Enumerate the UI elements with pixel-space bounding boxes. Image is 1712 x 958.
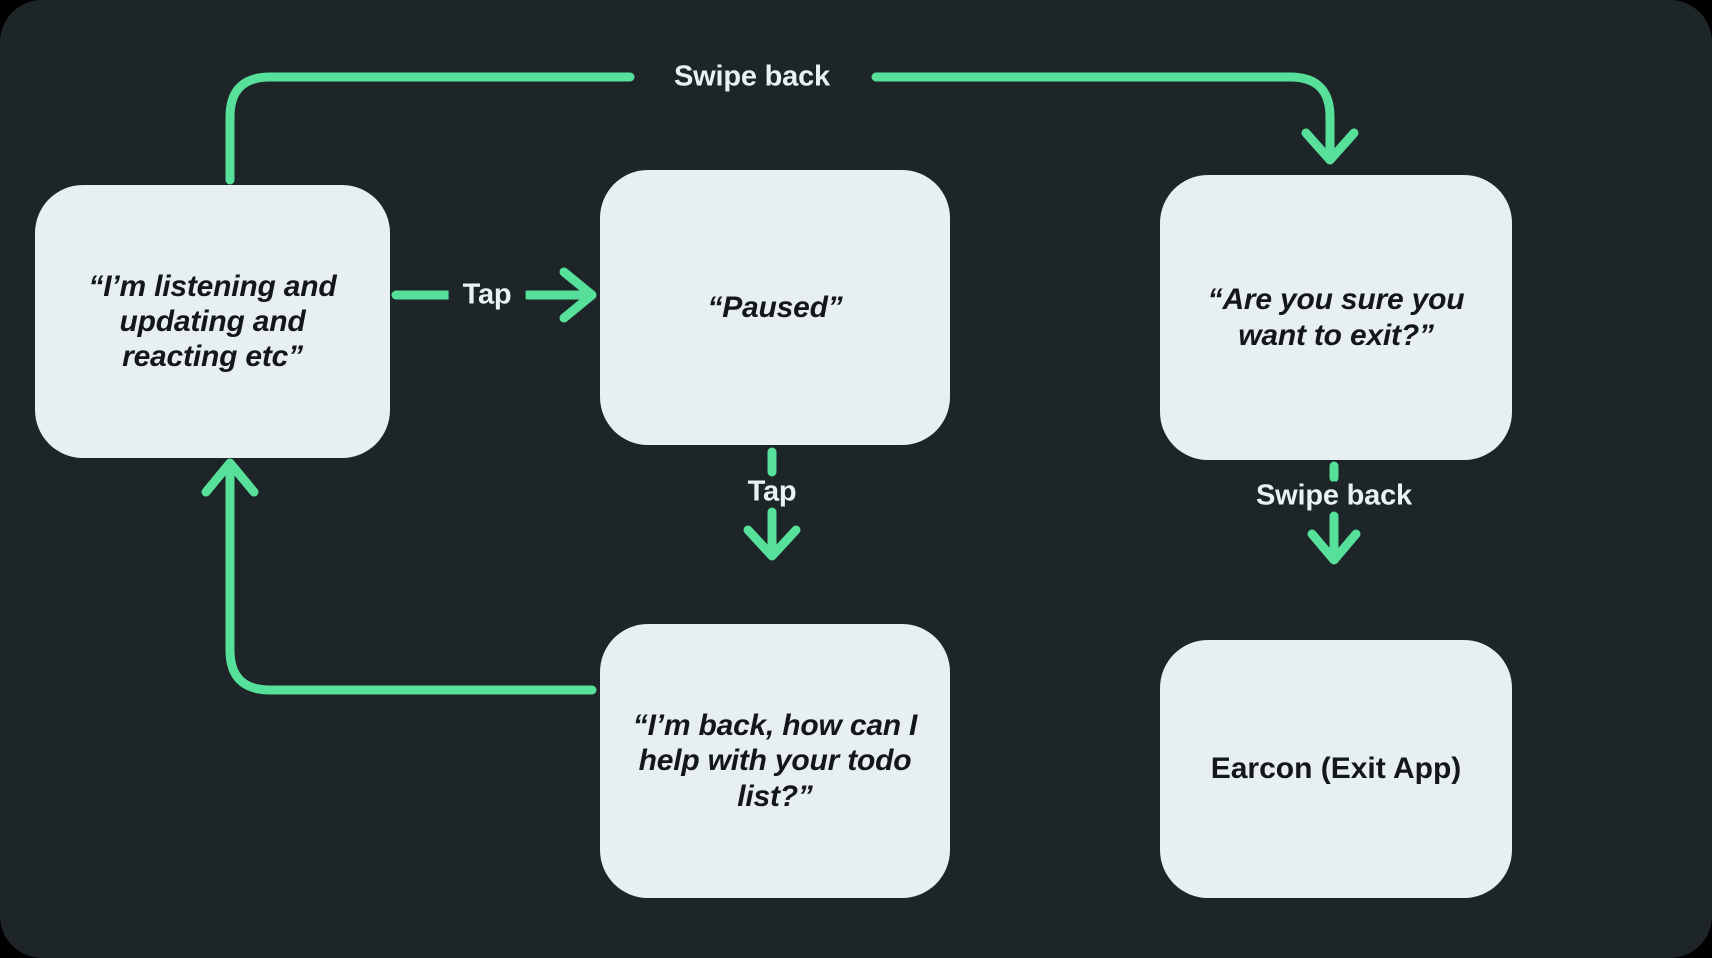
arrowhead-back-top: [743, 525, 801, 561]
node-paused[interactable]: “Paused”: [600, 170, 950, 445]
node-earcon[interactable]: Earcon (Exit App): [1160, 640, 1512, 898]
edge-label-tap-listening-to-paused: Tap: [448, 280, 526, 310]
node-back[interactable]: “I’m back, how can I help with your todo…: [600, 624, 950, 898]
edge-label-tap-paused-to-back: Tap: [733, 477, 811, 507]
arrowhead-earcon-top: [1307, 529, 1361, 565]
node-confirm-exit[interactable]: “Are you sure you want to exit?”: [1160, 175, 1512, 460]
edge-back-to-listening: [225, 463, 597, 695]
node-listening-label: “I’m listening and updating and reacting…: [88, 269, 337, 374]
arrowhead-listening-bottom: [201, 458, 259, 497]
node-listening[interactable]: “I’m listening and updating and reacting…: [35, 185, 390, 458]
node-back-label: “I’m back, how can I help with your todo…: [632, 709, 918, 813]
node-paused-label: “Paused”: [707, 290, 843, 324]
edge-listening-to-confirm-right: [871, 72, 1335, 157]
edge-label-swipe-back-top: Swipe back: [660, 62, 844, 92]
edge-listening-to-confirm-left: [225, 72, 635, 185]
node-confirm-exit-label: “Are you sure you want to exit?”: [1207, 283, 1465, 352]
node-earcon-label: Earcon (Exit App): [1210, 752, 1462, 786]
arrowhead-confirm-exit-top: [1301, 128, 1359, 165]
arrowhead-paused-left: [559, 267, 597, 323]
edge-label-swipe-back-right: Swipe back: [1242, 481, 1426, 511]
